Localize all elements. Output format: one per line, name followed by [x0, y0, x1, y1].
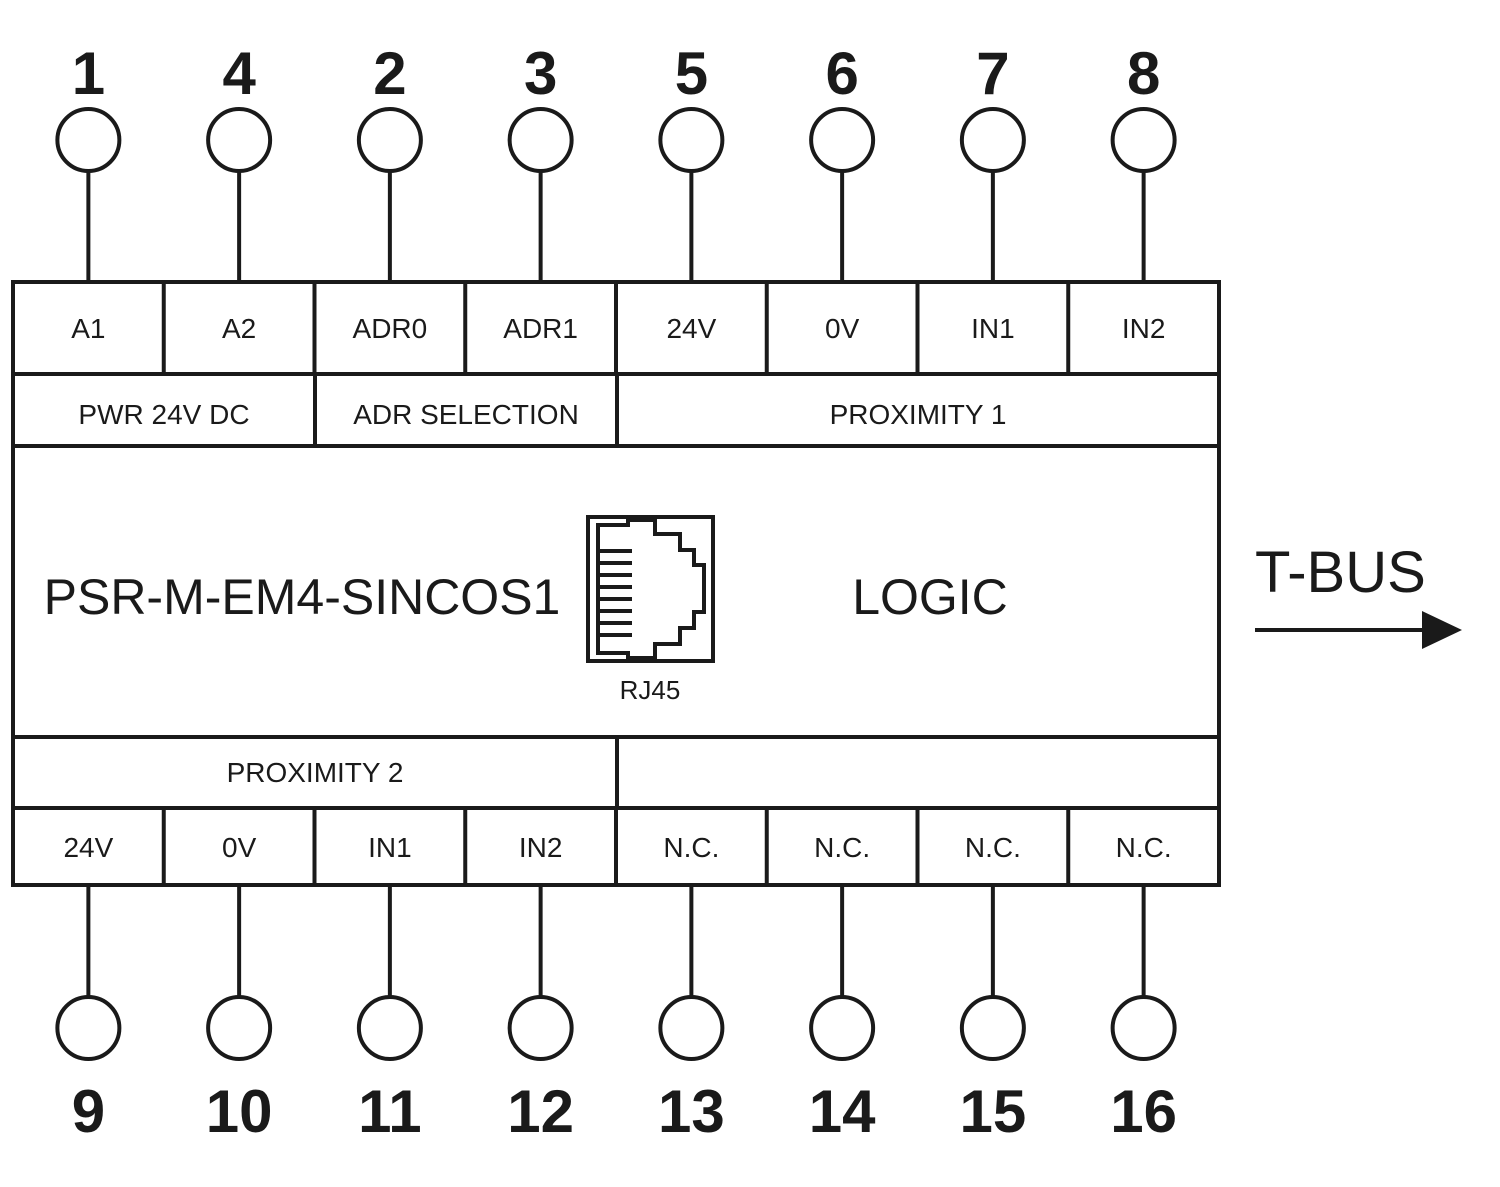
- terminal-label: IN2: [519, 832, 563, 863]
- terminal-label: IN2: [1122, 313, 1166, 344]
- bus-label: T-BUS: [1255, 540, 1426, 605]
- terminal-number: 15: [960, 1078, 1027, 1145]
- terminal-circle: [507, 107, 574, 173]
- terminal-label: 24V: [63, 832, 113, 863]
- terminal-number: 12: [507, 1078, 574, 1145]
- terminal-number: 9: [72, 1078, 105, 1145]
- terminal-label: A2: [222, 313, 256, 344]
- terminal-circle: [55, 995, 122, 1061]
- bottom-cell-dividers: [161, 808, 1071, 885]
- terminal-number: 10: [206, 1078, 273, 1145]
- terminal-circle: [959, 107, 1026, 173]
- terminal-circle: [658, 107, 725, 173]
- terminal-label: 24V: [666, 313, 716, 344]
- group-label-address: ADR SELECTION: [353, 399, 579, 430]
- module-name: PSR-M-EM4-SINCOS1: [44, 569, 561, 625]
- terminal-label: IN1: [971, 313, 1015, 344]
- terminal-number: 7: [976, 40, 1009, 107]
- group-label-power: PWR 24V DC: [78, 399, 249, 430]
- terminal-label: 0V: [222, 832, 257, 863]
- terminal-circle: [1110, 995, 1177, 1061]
- top-terminal-1: 1A1: [55, 40, 122, 344]
- terminal-label: N.C.: [663, 832, 719, 863]
- bottom-terminal-15: 15 N.C.: [960, 832, 1027, 1145]
- terminal-label: N.C.: [814, 832, 870, 863]
- top-cell-dividers: [161, 282, 1071, 374]
- group-label-proximity-1: PROXIMITY 1: [830, 399, 1007, 430]
- bottom-terminal-9: 9 24V: [55, 832, 122, 1145]
- bottom-terminal-12: 12 IN2: [507, 832, 574, 1145]
- terminal-circle: [507, 995, 574, 1061]
- terminal-circle: [55, 107, 122, 173]
- terminal-number: 2: [373, 40, 406, 107]
- terminal-circle: [356, 995, 423, 1061]
- connector-label: RJ45: [620, 675, 681, 705]
- terminal-number: 4: [222, 40, 256, 107]
- bottom-terminal-10: 10 0V: [206, 832, 273, 1145]
- terminal-label: ADR1: [503, 313, 578, 344]
- terminal-label: 0V: [825, 313, 860, 344]
- top-terminal-4: 4A2: [206, 40, 273, 344]
- terminal-number: 1: [72, 40, 105, 107]
- terminal-label: N.C.: [1116, 832, 1172, 863]
- terminal-label: A1: [71, 313, 105, 344]
- terminal-number: 16: [1110, 1078, 1177, 1145]
- terminal-number: 6: [825, 40, 858, 107]
- terminal-number: 14: [809, 1078, 876, 1145]
- terminal-number: 3: [524, 40, 557, 107]
- terminal-label: N.C.: [965, 832, 1021, 863]
- terminal-number: 13: [658, 1078, 725, 1145]
- terminal-number: 5: [675, 40, 708, 107]
- terminal-number: 8: [1127, 40, 1160, 107]
- terminal-label: ADR0: [353, 313, 428, 344]
- terminal-circle: [658, 995, 725, 1061]
- terminal-circle: [206, 107, 273, 173]
- bottom-terminal-13: 13 N.C.: [658, 832, 725, 1145]
- terminal-circle: [959, 995, 1026, 1061]
- arrow-right-icon: [1255, 611, 1462, 649]
- bottom-terminal-16: 16 N.C.: [1110, 832, 1177, 1145]
- terminal-circle: [809, 995, 876, 1061]
- top-terminal-5: 5 24V: [658, 40, 725, 344]
- terminal-circle: [206, 995, 273, 1061]
- group-label-proximity-2: PROXIMITY 2: [227, 757, 404, 788]
- top-terminal-6: 6 0V: [809, 40, 876, 344]
- terminal-number: 11: [358, 1078, 421, 1145]
- terminal-circle: [809, 107, 876, 173]
- terminal-circle: [1110, 107, 1177, 173]
- rj45-port-icon: [586, 515, 715, 663]
- terminal-circle: [356, 107, 423, 173]
- bottom-terminals: 9 24V 10 0V 11 IN1 12 IN2 13 N.C. 14 N.C. 15 N.C. 16 N.…: [55, 832, 1177, 1145]
- terminal-label: IN1: [368, 832, 412, 863]
- bottom-terminal-14: 14 N.C.: [809, 832, 876, 1145]
- bottom-terminal-11: 11 IN1: [356, 832, 423, 1145]
- logic-label: LOGIC: [852, 569, 1008, 625]
